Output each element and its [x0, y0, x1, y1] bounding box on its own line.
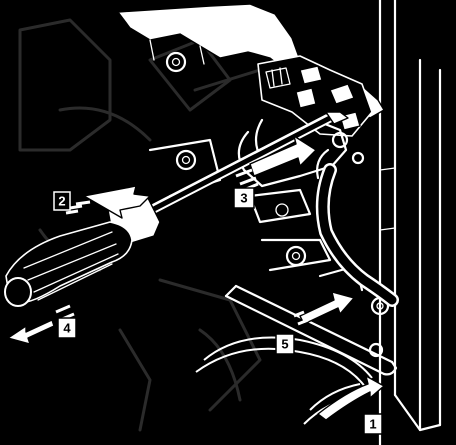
screwdriver-shaft	[143, 111, 349, 217]
cable	[315, 148, 399, 307]
lower-wire	[195, 336, 373, 425]
step-label-1-text: 1	[369, 417, 376, 432]
arrow-step-1	[317, 375, 385, 421]
step-label-4-text: 4	[63, 321, 71, 336]
step-label-5-text: 5	[281, 337, 288, 352]
bottom-rail	[224, 284, 398, 376]
step-label-3: 3	[233, 187, 255, 209]
step-label-2: 2	[53, 191, 71, 211]
step-label-1: 1	[363, 413, 383, 435]
arrow-step-5	[293, 291, 355, 326]
step-label-4: 4	[57, 317, 77, 339]
step-label-5: 5	[275, 333, 295, 355]
step-label-3-text: 3	[240, 191, 247, 206]
arrow-step-2	[65, 185, 151, 219]
step-label-2-text: 2	[58, 194, 65, 209]
